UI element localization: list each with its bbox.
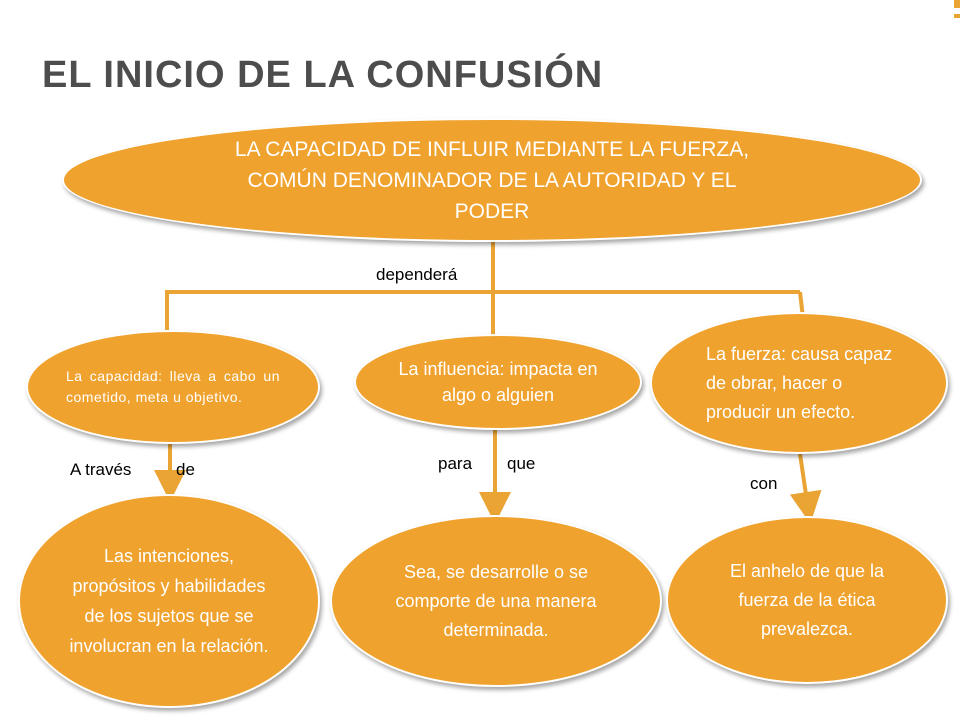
arrow-right	[789, 453, 822, 524]
node-fuerza-text: La fuerza: causa capaz de obrar, hacer o…	[706, 343, 893, 422]
leaf-desarrolle-oval: Sea, se desarrolle o se comporte de una …	[330, 515, 662, 687]
leaf-anhelo-oval: El anhelo de que la fuerza de la ética p…	[666, 516, 948, 684]
node-influencia-oval: La influencia: impacta en algo o alguien	[354, 334, 642, 430]
leaf-anhelo-text: El anhelo de que la fuerza de la ética p…	[729, 560, 885, 639]
leaf-intenciones-text: Las intenciones, propósitos y habilidade…	[69, 546, 269, 656]
label-que: que	[507, 454, 536, 473]
top-accent-bar-thin	[954, 14, 960, 18]
label-dependera: dependerá	[376, 265, 458, 284]
root-concept-text: LA CAPACIDAD DE INFLUIR MEDIANTE LA FUER…	[234, 137, 750, 223]
root-concept-oval: LA CAPACIDAD DE INFLUIR MEDIANTE LA FUER…	[62, 118, 922, 242]
label-con: con	[750, 474, 778, 493]
node-capacidad-text: La capacidad: lleva a cabo un cometido, …	[66, 368, 280, 405]
leaf-desarrolle-text: Sea, se desarrolle o se comporte de una …	[395, 561, 597, 640]
label-para: para	[438, 454, 473, 473]
label-de: de	[176, 460, 195, 479]
node-influencia-text: La influencia: impacta en algo o alguien	[398, 359, 598, 405]
node-capacidad-oval: La capacidad: lleva a cabo un cometido, …	[26, 330, 320, 444]
slide-title: EL INICIO DE LA CONFUSIÓN	[42, 54, 604, 96]
leaf-intenciones-oval: Las intenciones, propósitos y habilidade…	[18, 494, 320, 708]
node-fuerza-oval: La fuerza: causa capaz de obrar, hacer o…	[650, 312, 948, 454]
top-accent-bar	[954, 0, 960, 8]
label-a-traves: A través	[70, 460, 132, 479]
